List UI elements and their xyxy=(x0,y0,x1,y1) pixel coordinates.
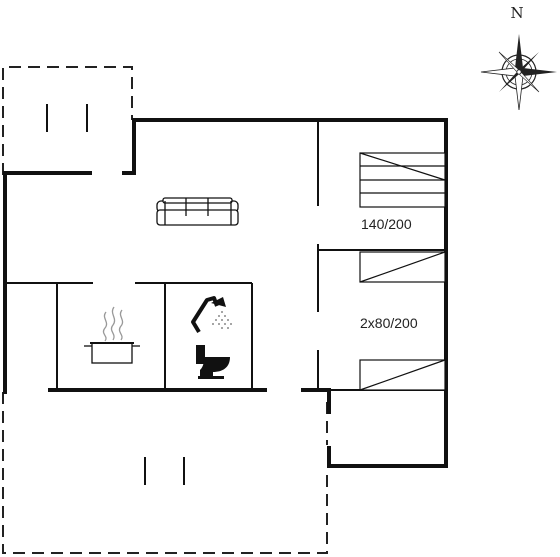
terrace-markers xyxy=(46,104,185,485)
terrace-bottom xyxy=(2,392,328,554)
cooking-pot-icon xyxy=(84,306,140,364)
bed-label-singles: 2x80/200 xyxy=(360,315,418,331)
bed-double xyxy=(359,152,446,208)
bed-single-upper xyxy=(359,251,446,283)
compass-rose-icon xyxy=(480,34,557,111)
terrace-top-left xyxy=(2,66,133,175)
compass: N xyxy=(480,4,557,111)
toilet-icon xyxy=(196,345,230,379)
bed-label-double: 140/200 xyxy=(361,216,412,232)
sofa-icon xyxy=(156,197,239,226)
bed-single-lower xyxy=(359,359,446,391)
exterior-walls xyxy=(3,118,448,468)
shower-icon xyxy=(191,296,232,334)
compass-north-label: N xyxy=(510,4,523,22)
